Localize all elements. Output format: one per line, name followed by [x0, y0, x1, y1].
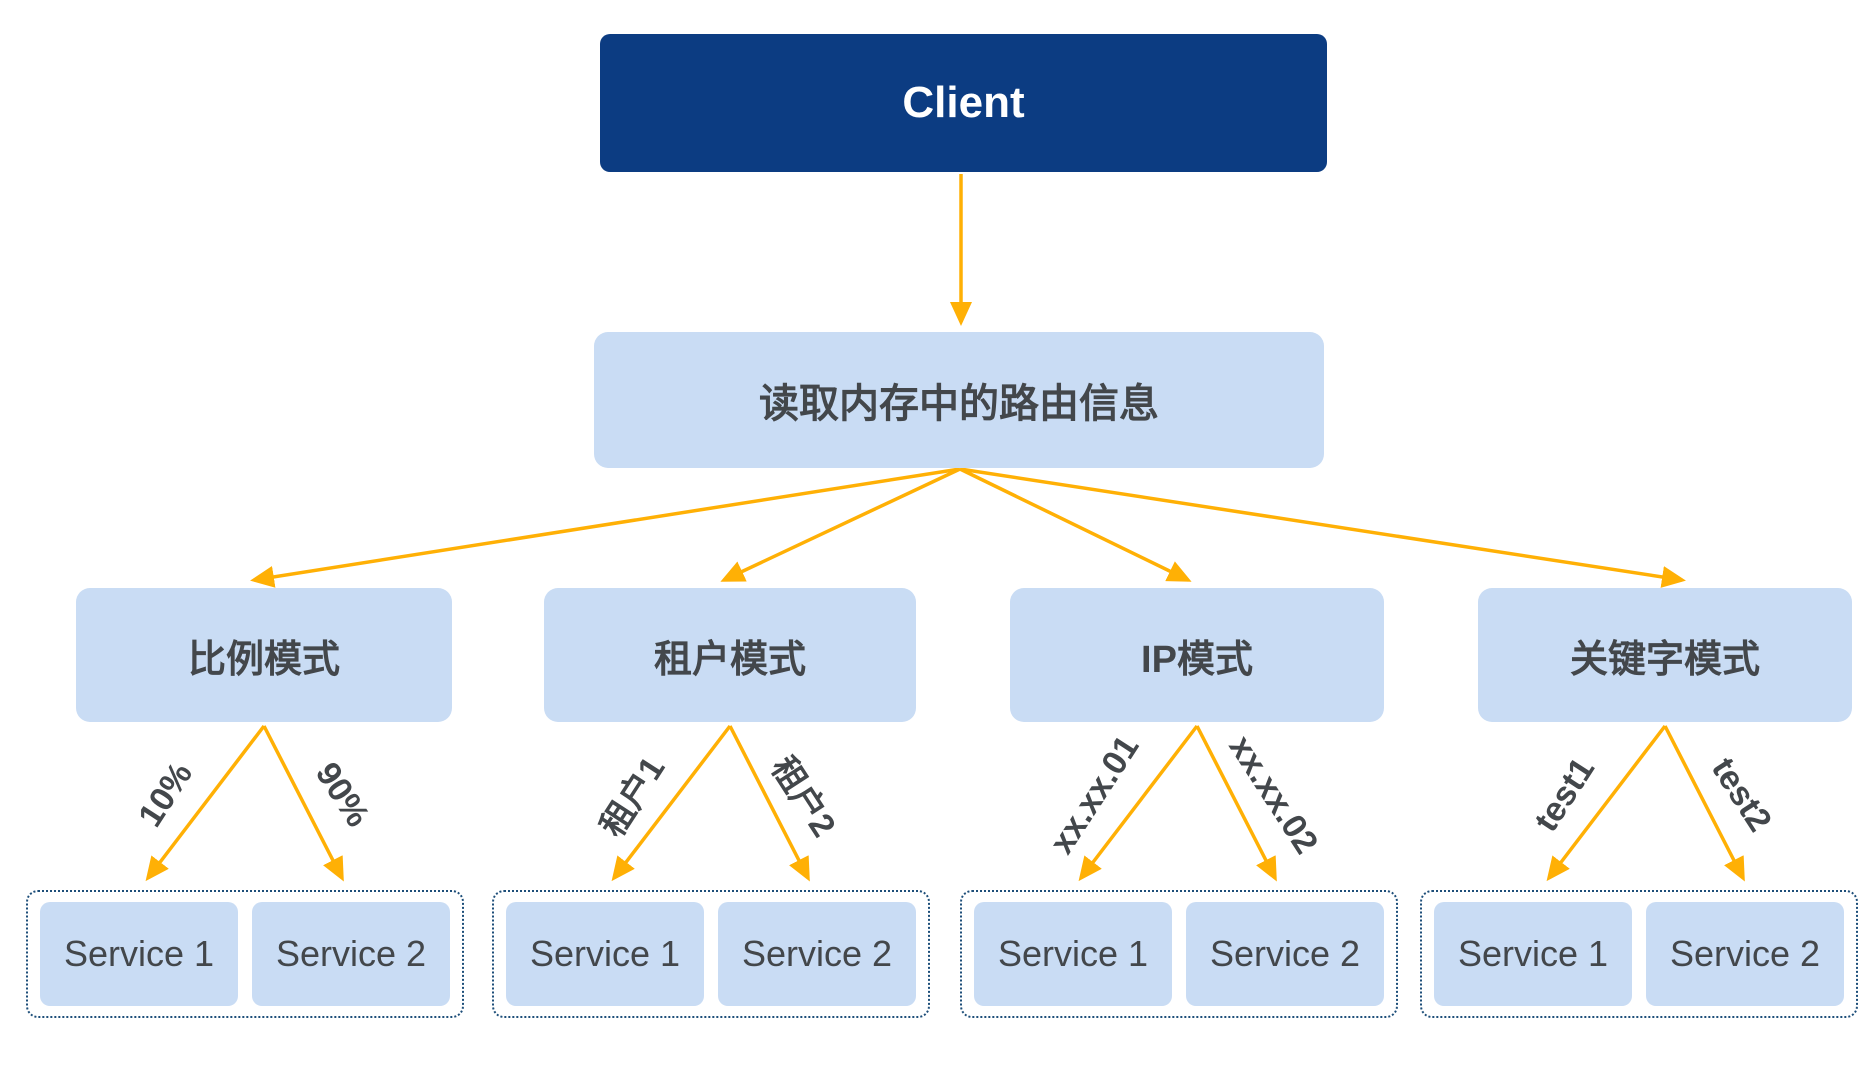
edge-router-tenant-mode: [720, 467, 961, 582]
service-label: Service 1: [1457, 933, 1609, 974]
service-node: Service 1: [974, 902, 1172, 1006]
router-node: 读取内存中的路由信息: [594, 332, 1324, 468]
service-label: Service 1: [529, 933, 681, 974]
service-label: Service 2: [741, 933, 893, 974]
service-node: Service 1: [1434, 902, 1632, 1006]
service-node: Service 2: [1646, 902, 1844, 1006]
ratio-mode-node: 比例模式: [76, 588, 452, 722]
ip-right-edge-label: xx.xx.02: [1221, 728, 1326, 861]
ip-services-group: Service 1 Service 2: [960, 890, 1398, 1018]
service-label: Service 2: [1209, 933, 1361, 974]
ip-left-edge-label: xx.xx.01: [1042, 728, 1147, 861]
ratio-services-group: Service 1 Service 2: [26, 890, 464, 1018]
ip-mode-node: IP模式: [1010, 588, 1384, 722]
router-label: 读取内存中的路由信息: [759, 382, 1159, 426]
edge-router-keyword-mode: [959, 467, 1686, 588]
keyword-right-edge-label: test2: [1703, 751, 1779, 839]
ratio-mode-label: 比例模式: [187, 638, 340, 681]
edge-router-ratio-mode: [250, 467, 961, 588]
service-label: Service 1: [997, 933, 1149, 974]
ip-mode-label: IP模式: [1141, 638, 1253, 681]
service-node: Service 2: [718, 902, 916, 1006]
service-node: Service 1: [40, 902, 238, 1006]
tenant-mode-label: 租户模式: [653, 638, 806, 681]
tenant-services-group: Service 1 Service 2: [492, 890, 930, 1018]
keyword-mode-node: 关键字模式: [1478, 588, 1852, 722]
service-node: Service 2: [1186, 902, 1384, 1006]
keyword-mode-label: 关键字模式: [1569, 638, 1760, 681]
service-label: Service 2: [1669, 933, 1821, 974]
client-label: Client: [902, 78, 1025, 127]
service-label: Service 1: [63, 933, 215, 974]
keyword-services-group: Service 1 Service 2: [1420, 890, 1858, 1018]
service-node: Service 2: [252, 902, 450, 1006]
edge-router-ip-mode: [959, 467, 1192, 582]
ratio-right-edge-label: 90%: [307, 755, 377, 834]
tenant-mode-node: 租户模式: [544, 588, 916, 722]
service-node: Service 1: [506, 902, 704, 1006]
tenant-left-edge-label: 租户1: [593, 750, 673, 844]
service-label: Service 2: [275, 933, 427, 974]
tenant-right-edge-label: 租户2: [763, 750, 843, 844]
client-node: Client: [600, 34, 1327, 172]
ratio-left-edge-label: 10%: [131, 755, 201, 834]
keyword-left-edge-label: test1: [1527, 751, 1603, 839]
